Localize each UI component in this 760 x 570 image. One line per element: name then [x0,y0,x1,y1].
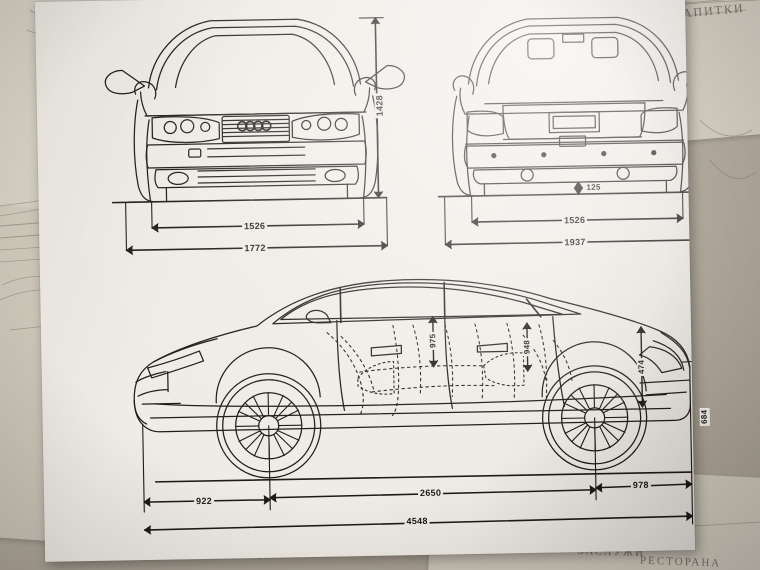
dimension-label-trunk-height: 474 [636,357,648,377]
dimension-label-overall-length: 4548 [404,515,430,527]
side-view-seat-shapes [357,352,525,395]
dimension-label-rear-width-mirrors: 1937 [562,236,588,248]
dimension-label-rear-ground-clearance: 125 [584,182,603,193]
dimension-label-wheelbase: 2650 [417,487,444,499]
dimension-label-rear-sill: 684 [699,407,710,427]
rear-view-car [451,16,696,197]
dimension-drawing [104,16,696,535]
side-view-interior-construction [326,322,573,417]
dimension-label-front-overhang: 922 [194,495,215,507]
dimension-label-rear-track: 1526 [561,214,588,226]
dimension-label-front-headroom: 975 [428,331,439,350]
dimension-label-rear-overhang: 978 [630,479,651,491]
drawing-sheet: 1428 1526 1772 125 1526 1937 975 948 474… [34,0,710,562]
dimension-label-front-width: 1772 [242,242,268,254]
dimension-label-front-track: 1526 [241,220,268,232]
dimension-label-rear-headroom: 948 [522,337,533,357]
side-view-car [133,278,692,479]
dimension-label-front-height: 1428 [374,92,385,119]
front-view-car [104,18,405,203]
